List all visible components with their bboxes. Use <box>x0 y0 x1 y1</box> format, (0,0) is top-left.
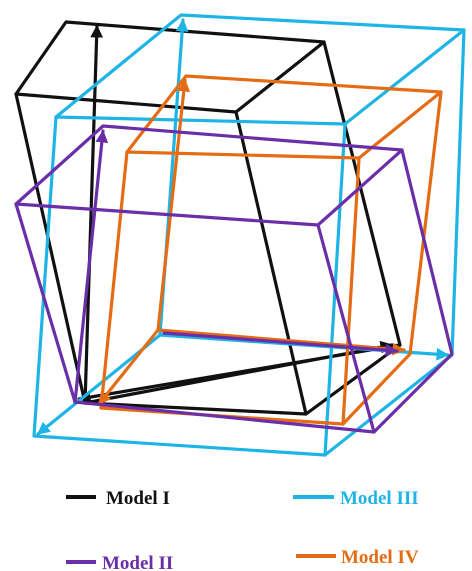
model-1-top-face <box>14 20 326 114</box>
model-4-b-axis-arrow <box>156 328 406 356</box>
legend-label-model-2: Model II <box>102 553 173 571</box>
model-2-front-face <box>14 202 376 434</box>
legend-label-model-4: Model IV <box>341 547 419 568</box>
model-4-front-face <box>99 150 361 426</box>
model-1-a-axis-arrow <box>83 24 104 405</box>
model-4-a-axis-arrow <box>156 78 191 332</box>
model-2-a-axis-arrow <box>73 129 109 404</box>
legend-label-model-1: Model I <box>106 488 170 509</box>
model-2-b-axis-arrow <box>162 331 399 357</box>
model-4-top-face <box>125 74 443 160</box>
model-2-cell <box>14 124 454 434</box>
legend-item-model-4: Model IV <box>296 547 419 568</box>
model-4-c-axis-arrow <box>97 328 160 406</box>
model-3-top-face <box>54 13 466 126</box>
model-2-right-face <box>372 148 454 434</box>
model-2-top-face <box>14 124 404 227</box>
legend-item-model-1: Model I <box>66 488 170 509</box>
legend-item-model-2: Model II <box>66 553 173 571</box>
model-1-front-face <box>14 92 308 416</box>
legend-item-model-3: Model III <box>293 488 419 509</box>
model-3-front-face <box>32 115 347 457</box>
legend-label-model-3: Model III <box>340 488 419 509</box>
legend: Model I Model III Model II Model IV <box>66 488 419 571</box>
